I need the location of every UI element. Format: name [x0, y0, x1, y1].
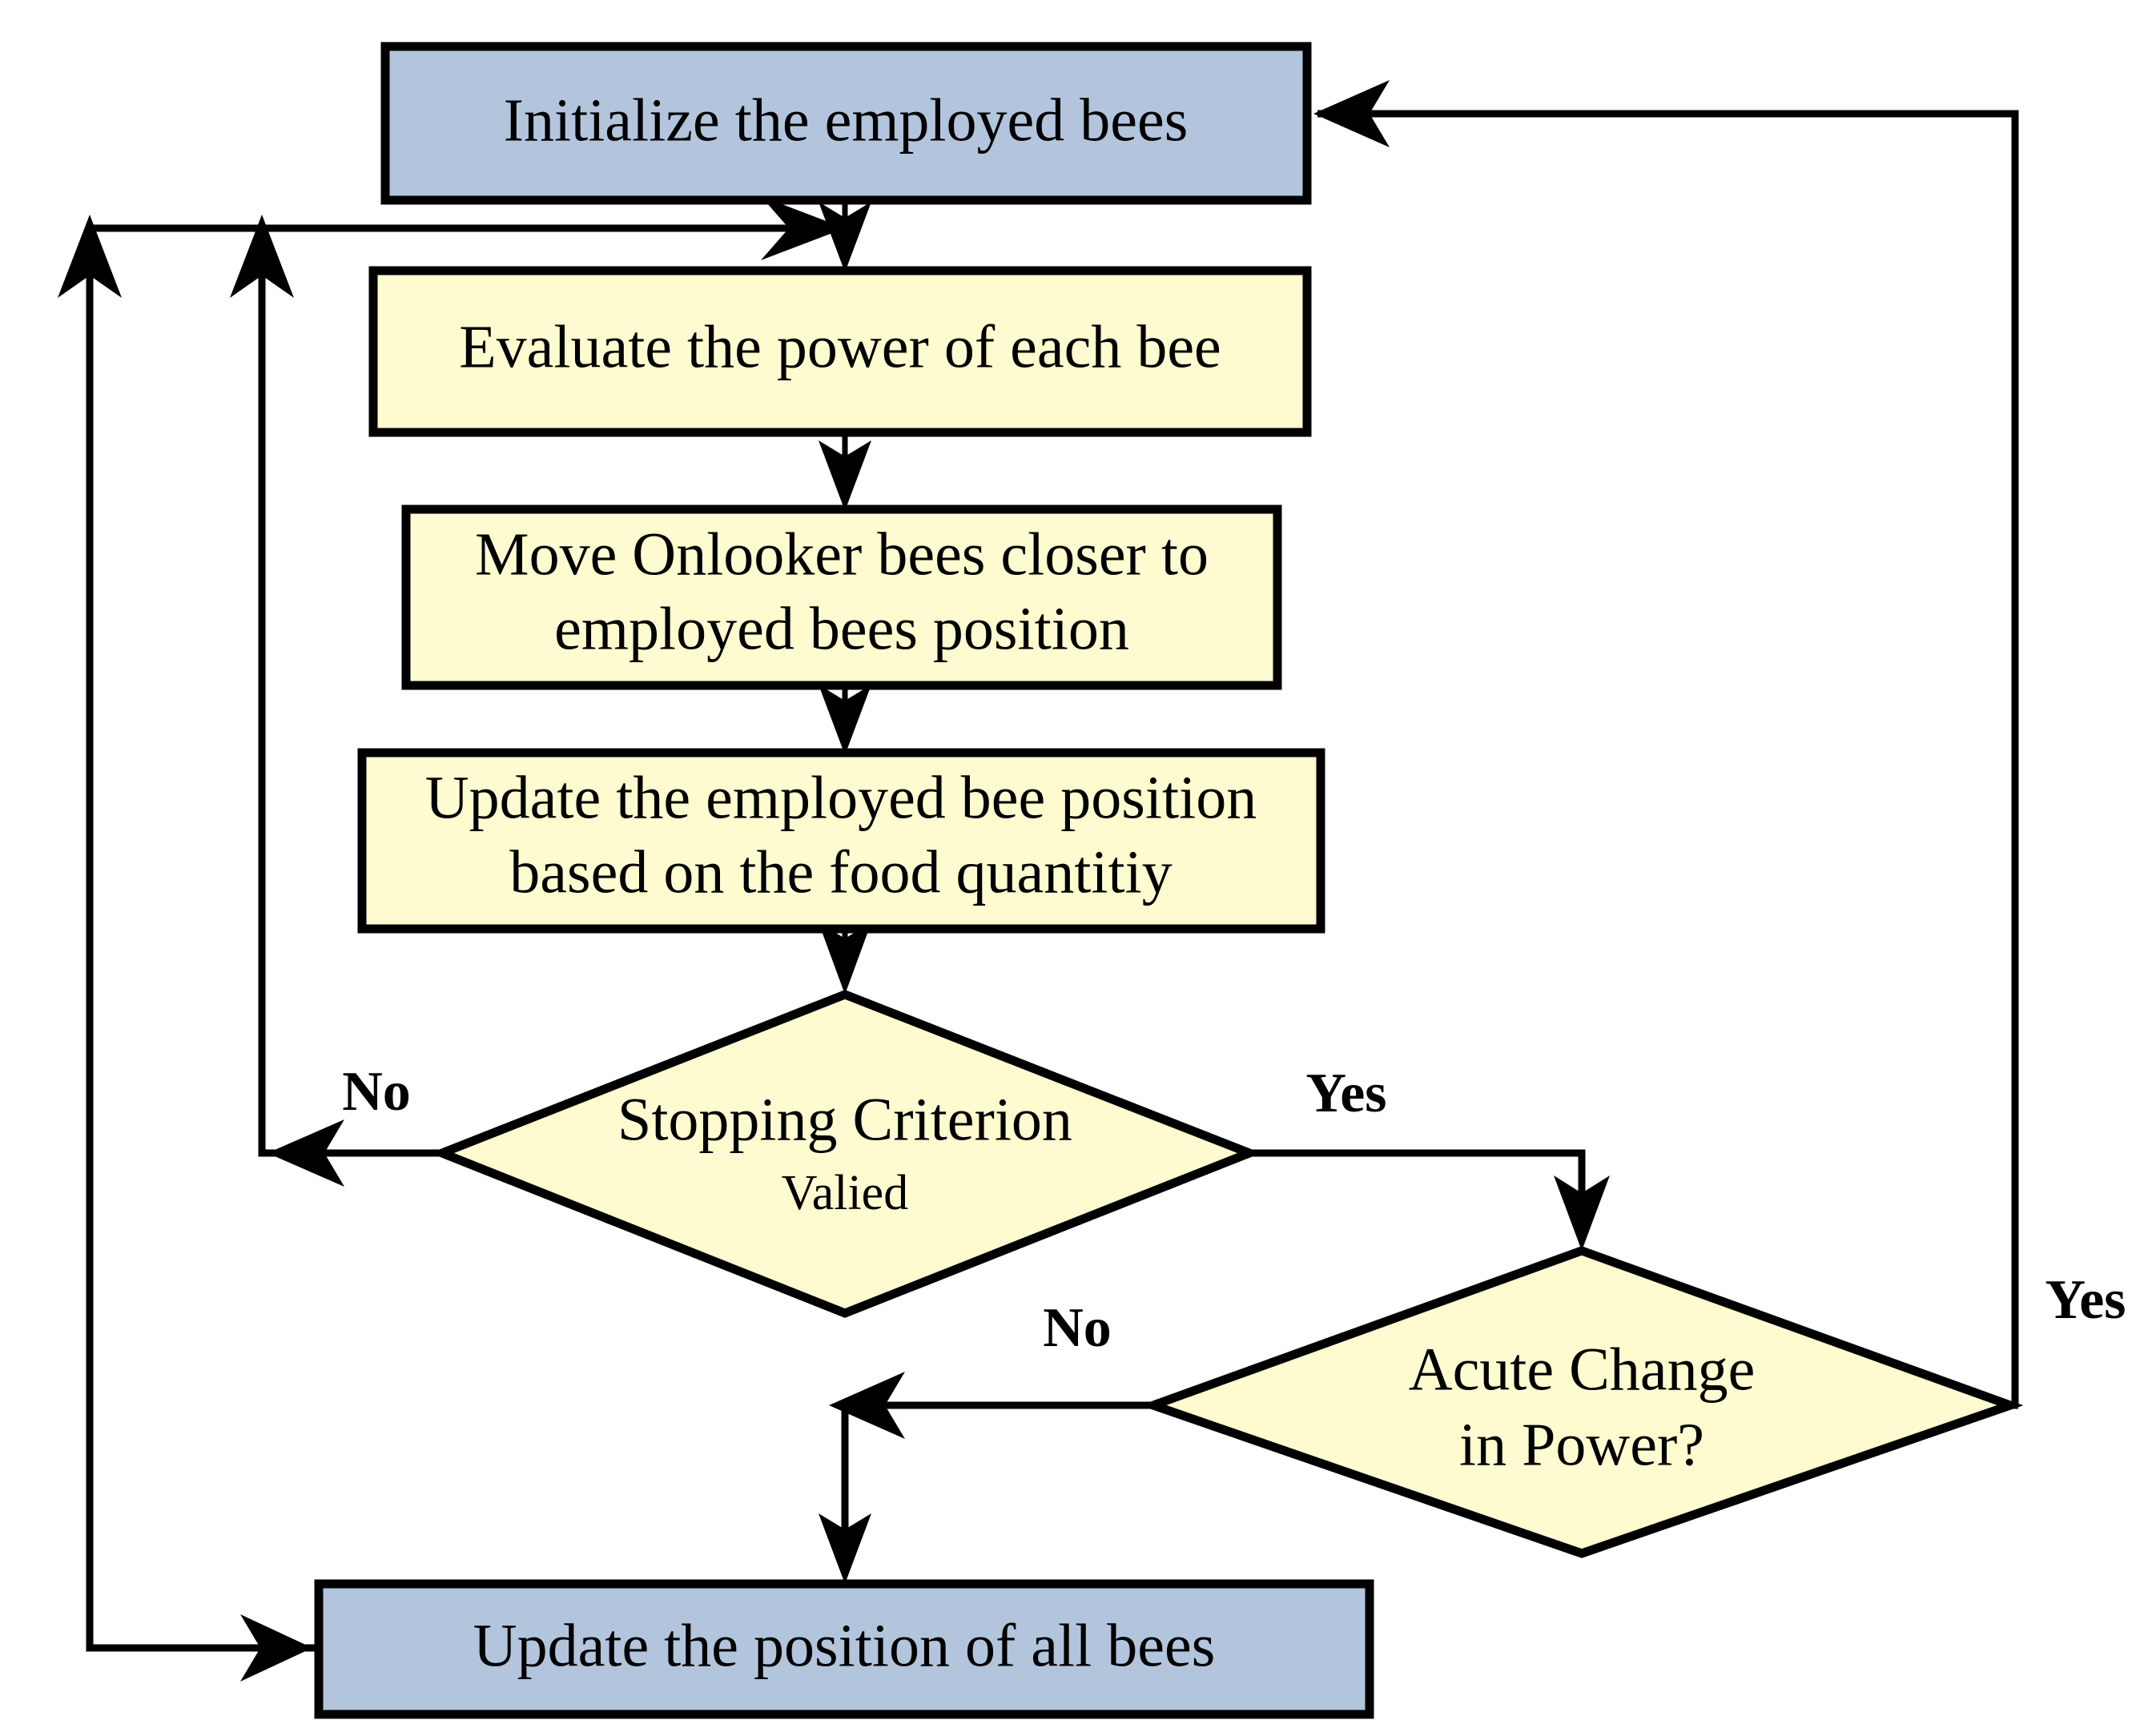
node-stopping-criterion[interactable]: Stopping Criterion Valied — [430, 990, 1262, 1318]
node-stopping-criterion-label-line1: Stopping Criterion — [617, 1086, 1072, 1153]
edge-feedback-join-to-evaluate — [86, 196, 845, 260]
node-acute-change-label-line2: in Power? — [1459, 1411, 1704, 1478]
node-move-onlooker-label-line2: employed bees position — [554, 595, 1129, 662]
edge-label-stopping-yes: Yes — [1305, 1063, 1386, 1124]
node-acute-change-label-line1: Acute Change — [1409, 1336, 1756, 1403]
edge-move-onlooker-to-update-employed — [819, 685, 871, 755]
node-initialize[interactable]: Initialize the employed bees — [380, 42, 1312, 205]
node-acute-change[interactable]: Acute Change in Power? — [1140, 1246, 2024, 1558]
edge-evaluate-to-move-onlooker — [819, 432, 871, 511]
edge-acute-yes-to-initialize — [1313, 80, 2019, 1405]
edge-label-stopping-no: No — [342, 1061, 411, 1123]
node-evaluate[interactable]: Evaluate the power of each bee — [368, 266, 1312, 437]
node-move-onlooker[interactable]: Move Onlooker bees closer to employed be… — [401, 504, 1282, 690]
edge-initialize-to-evaluate — [819, 200, 871, 272]
node-update-all-bees[interactable]: Update the position of all bees — [314, 1579, 1374, 1719]
node-update-employed-label-line1: Update the employed bee position — [425, 764, 1257, 831]
edge-stopping-no-to-evaluate — [230, 215, 445, 1187]
node-update-all-bees-label: Update the position of all bees — [473, 1612, 1216, 1679]
edge-acute-no-to-updateall — [819, 1372, 1157, 1584]
edge-label-acute-yes: Yes — [2045, 1269, 2126, 1331]
edge-update-employed-to-stopping — [819, 922, 871, 995]
edge-updateall-to-evaluate — [58, 215, 316, 1682]
node-evaluate-label: Evaluate the power of each bee — [459, 313, 1221, 380]
edge-label-acute-no: No — [1043, 1297, 1112, 1359]
node-update-employed-label-line2: based on the food quantitiy — [509, 838, 1172, 906]
edge-stopping-yes-to-acute — [1245, 1149, 1610, 1251]
node-initialize-label: Initialize the employed bees — [504, 86, 1189, 154]
node-update-employed[interactable]: Update the employed bee position based o… — [357, 748, 1325, 934]
node-stopping-criterion-label-line2: Valied — [782, 1166, 908, 1220]
node-move-onlooker-label-line1: Move Onlooker bees closer to — [475, 520, 1209, 588]
